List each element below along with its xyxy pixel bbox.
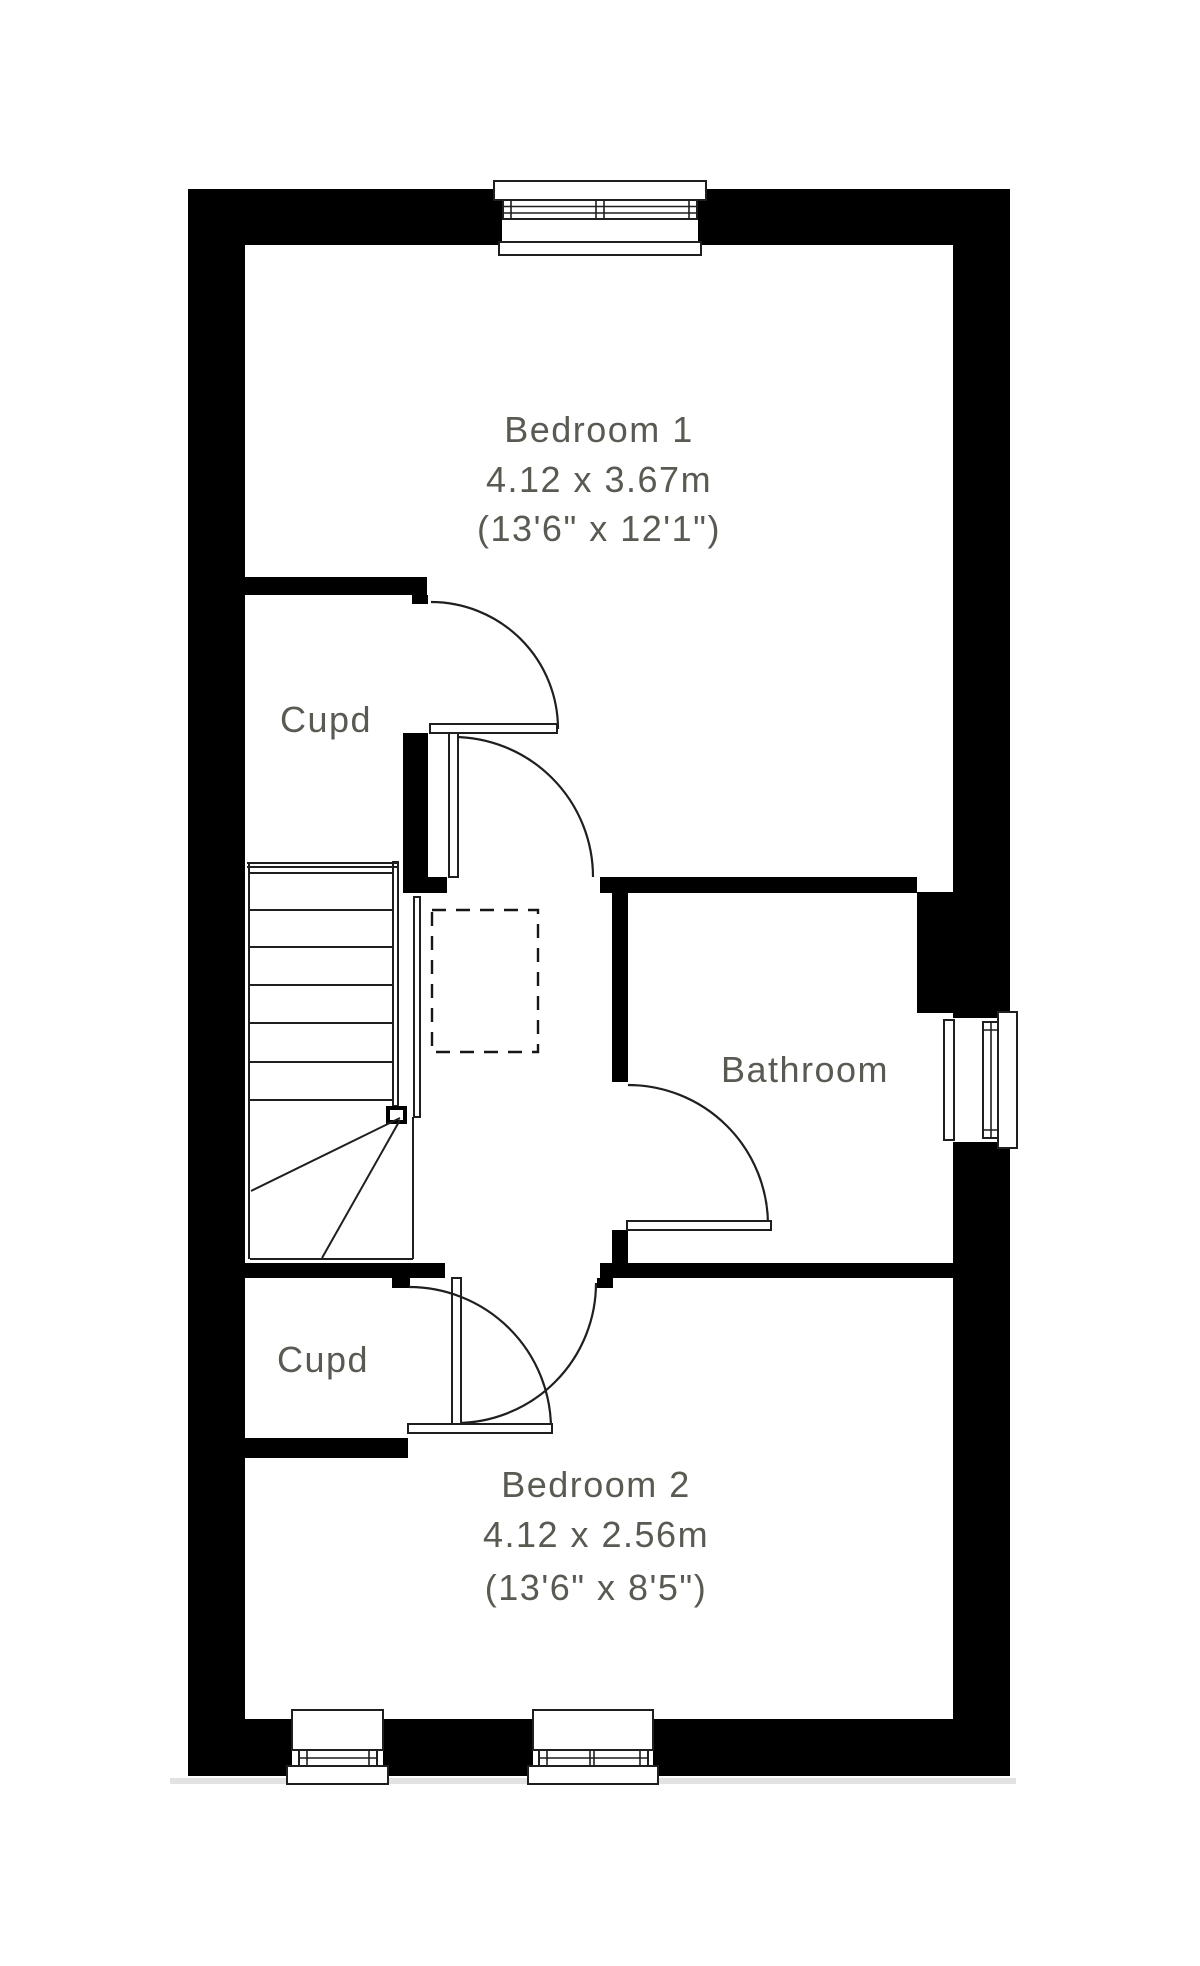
cupboard-bottom-label: Cupd (277, 1339, 369, 1380)
window-bottom-right (527, 1709, 659, 1785)
landing-wall-stub (403, 877, 447, 893)
window-top-inner-sill (498, 241, 702, 256)
window-top-mullion (595, 200, 605, 219)
newel-post-cap (390, 1110, 403, 1120)
bathroom-west-wall-stub (612, 1230, 628, 1263)
left-wall (188, 189, 245, 1776)
bedroom2-door-leaf (451, 1277, 462, 1426)
bedroom1-label: Bedroom 1 (504, 409, 694, 450)
top-wall-right-segment (698, 189, 1010, 245)
bathroom-northeast-pier (917, 892, 1010, 1013)
bedroom2-label: Bedroom 2 (501, 1464, 691, 1505)
interior-walls (188, 577, 1010, 1458)
stair-winder-lines (250, 1117, 401, 1259)
window-top-end-caps (510, 200, 690, 219)
bedroom2-door-swing-arc (455, 1282, 598, 1425)
window-bottom-left-inner-sill (291, 1709, 384, 1751)
window-bottom-right-inner-sill (532, 1709, 654, 1751)
bathroom-west-wall (612, 893, 628, 1082)
staircase (247, 861, 421, 1260)
window-bathroom-right (943, 1011, 1018, 1149)
cupboard-top-label: Cupd (280, 699, 372, 740)
cupboard-top-door-leaf (429, 723, 558, 734)
window-bottom-right-end-caps (546, 1750, 641, 1766)
bedroom2-size-imperial: (13'6" x 8'5") (485, 1567, 707, 1608)
window-bottom-right-mullion (589, 1750, 595, 1766)
bathroom-label: Bathroom (721, 1049, 889, 1090)
cupboard-top-door-jamb-stub (412, 595, 428, 604)
bedroom1-door-swing-arc (452, 735, 595, 878)
doors (407, 600, 772, 1434)
right-wall-lower-segment (953, 1142, 1010, 1719)
landing-dashed-outline (430, 908, 540, 1054)
stairs-banister (392, 861, 399, 1107)
window-right-outer-sill (997, 1011, 1018, 1149)
room-labels: Bedroom 1 4.12 x 3.67m (13'6" x 12'1") C… (277, 409, 889, 1608)
window-top-outer-sill (493, 180, 707, 201)
cupboard-bottom-door-leaf (407, 1423, 553, 1434)
bathroom-door-swing-arc (627, 1083, 770, 1226)
outer-walls (188, 189, 1010, 1776)
window-right-inner-sill (943, 1019, 955, 1141)
window-right-end-caps (983, 1029, 999, 1131)
cupboard-bottom-jamb-stub (392, 1278, 410, 1288)
cupboard-top-door-swing-arc (430, 600, 560, 730)
window-bottom-left-end-caps (306, 1750, 370, 1766)
bedroom1-door-leaf (448, 732, 459, 878)
bathroom-north-wall (600, 877, 917, 893)
bedroom2-size-metric: 4.12 x 2.56m (483, 1514, 709, 1555)
window-bottom-left (286, 1709, 389, 1785)
bedroom1-size-imperial: (13'6" x 12'1") (477, 508, 721, 549)
bottom-wall-right-segment (653, 1719, 1010, 1776)
stairwell-void-edge (413, 896, 421, 1118)
cupboard-top-east-wall (403, 733, 428, 892)
window-top (493, 180, 707, 256)
bedroom2-north-wall-east (600, 1263, 953, 1278)
window-top-glazing-lines (503, 205, 697, 214)
window-bottom-right-outer-sill (527, 1765, 659, 1785)
bathroom-door-leaf (626, 1220, 772, 1231)
bedroom2-door-jamb-stub (597, 1278, 613, 1288)
cupboard-bottom-south-wall (245, 1438, 408, 1458)
cupboard-bottom-north-wall (245, 1263, 445, 1278)
window-top-casement (502, 199, 698, 220)
stair-treads (250, 872, 393, 1101)
right-wall-upper-segment (953, 245, 1010, 1018)
bedroom1-size-metric: 4.12 x 3.67m (486, 459, 712, 500)
window-bottom-left-outer-sill (286, 1765, 389, 1785)
cupboard-bottom-door-swing-arc (408, 1285, 553, 1430)
bottom-wall-left-segment (188, 1719, 292, 1776)
cupboard-top-north-wall (188, 577, 427, 595)
stairs-top-edge (247, 862, 397, 868)
bottom-wall-middle-segment (383, 1719, 533, 1776)
